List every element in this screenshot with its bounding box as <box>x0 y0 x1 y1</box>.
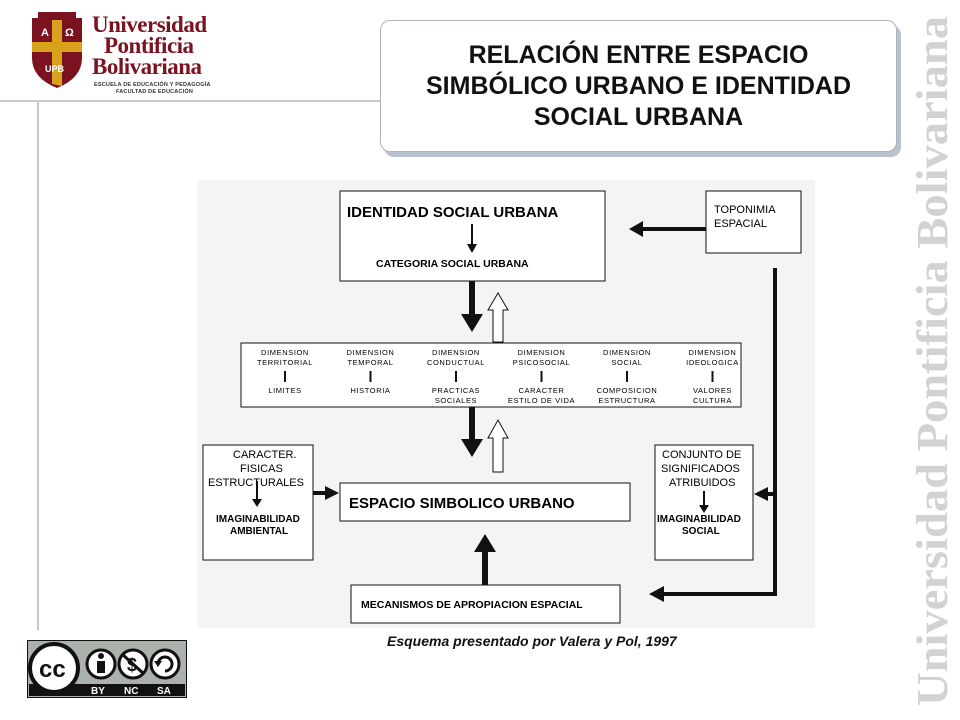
identity-inner-arrowhead <box>467 244 477 253</box>
cc-label: cc <box>39 656 66 683</box>
meanings-box <box>654 444 754 561</box>
dimension-attribute: LIMITES <box>268 386 301 395</box>
right-box-inner-arrowhead <box>699 505 709 513</box>
dimension-attribute: ESTILO DE VIDA <box>508 396 575 405</box>
dimension-heading: DIMENSION <box>518 348 566 357</box>
dimension-attribute: CULTURA <box>693 396 732 405</box>
identity-down-arrowhead <box>461 314 483 332</box>
identity-subtitle: CATEGORIA SOCIAL URBANA <box>376 258 529 270</box>
dimension-heading: DIMENSION <box>347 348 395 357</box>
left-box-bold-2: AMBIENTAL <box>230 526 288 537</box>
appropriation-label: MECANISMOS DE APROPIACION ESPACIAL <box>361 599 583 611</box>
dimensions-panel <box>240 342 742 408</box>
dimension-attribute: CARACTER <box>518 386 564 395</box>
dimension-heading: IDEOLOGICA <box>686 358 739 367</box>
dimension-attribute: SOCIALES <box>435 396 477 405</box>
dimension-attribute: COMPOSICION <box>597 386 658 395</box>
toponimia-line-1: TOPONIMIA <box>714 204 776 216</box>
side-watermark: Universidad Pontificia Bolivariana <box>908 16 955 706</box>
right-box-line-3: ATRIBUIDOS <box>669 477 735 489</box>
license-by: BY <box>91 686 105 697</box>
toponimia-line-2: ESPACIAL <box>714 218 767 230</box>
dimension-columns: DIMENSIONTERRITORIALLIMITESDIMENSIONTEMP… <box>257 348 739 405</box>
background-line-horizontal <box>0 100 380 102</box>
logo-subtitle-2: FACULTAD DE EDUCACIÓN <box>116 89 194 95</box>
dimensions-up-arrow <box>487 292 509 343</box>
dimension-heading: SOCIAL <box>611 358 642 367</box>
right-box-bold-1: IMAGINABILIDAD <box>657 514 741 525</box>
bottom-up-arrowhead <box>474 534 496 552</box>
dimension-heading: TEMPORAL <box>347 358 393 367</box>
watermark-text: Universidad Pontificia Bolivariana <box>908 16 955 706</box>
university-shield-icon: A Ω UPB <box>32 12 82 88</box>
diagram-area: IDENTIDAD SOCIAL URBANA CATEGORIA SOCIAL… <box>197 180 815 628</box>
dimension-heading: DIMENSION <box>261 348 309 357</box>
center-up-arrow <box>487 418 509 473</box>
dimension-attribute: PRACTICAS <box>432 386 480 395</box>
diagram-caption: Esquema presentado por Valera y Pol, 199… <box>387 633 677 649</box>
dimension-heading: DIMENSION <box>689 348 737 357</box>
logo-line-3: Bolivariana <box>92 54 202 79</box>
dimension-heading: CONDUCTUAL <box>427 358 485 367</box>
symbolic-space-box <box>339 482 631 522</box>
shield-letter-omega: Ω <box>65 27 74 39</box>
left-box-line-2: FISICAS <box>240 463 283 475</box>
logo-line-1: Universidad <box>92 12 207 37</box>
toponimia-box <box>705 190 802 254</box>
left-to-center-arrowhead <box>325 486 339 500</box>
dimension-attribute: ESTRUCTURA <box>598 396 655 405</box>
license-sa: SA <box>157 686 171 697</box>
title-panel: RELACIÓN ENTRE ESPACIO SIMBÓLICO URBANO … <box>380 20 897 152</box>
dimension-attribute: HISTORIA <box>350 386 390 395</box>
dimension-heading: TERRITORIAL <box>257 358 313 367</box>
right-connector-arrowhead-upper <box>754 487 768 501</box>
dimension-heading: PSICOSOCIAL <box>513 358 570 367</box>
shield-letter-alpha: A <box>41 27 49 39</box>
left-box-bold-1: IMAGINABILIDAD <box>216 514 300 525</box>
shield-letters-upb: UPB <box>45 64 65 74</box>
relation-diagram: IDENTIDAD SOCIAL URBANA CATEGORIA SOCIAL… <box>202 190 802 624</box>
appropriation-box <box>350 584 621 624</box>
dimension-heading: DIMENSION <box>603 348 651 357</box>
slide-title: RELACIÓN ENTRE ESPACIO SIMBÓLICO URBANO … <box>426 40 851 131</box>
university-logo: A Ω UPB Universidad Pontificia Bolivaria… <box>18 8 228 98</box>
logo-line-2: Pontificia <box>104 33 194 58</box>
left-box-line-1: CARACTER. <box>233 449 297 461</box>
left-box-line-3: ESTRUCTURALES <box>208 477 304 489</box>
right-box-line-2: SIGNIFICADOS <box>661 463 740 475</box>
dimension-attribute: VALORES <box>693 386 732 395</box>
sharealike-icon <box>149 648 181 680</box>
logo-subtitle-1: ESCUELA DE EDUCACIÓN Y PEDAGOGÍA <box>94 82 211 88</box>
cc-icon <box>28 642 80 694</box>
symbolic-space-label: ESPACIO SIMBOLICO URBANO <box>349 495 575 512</box>
bottom-connector-arrowhead <box>649 586 664 602</box>
right-box-line-1: CONJUNTO DE <box>662 449 741 461</box>
identity-title: IDENTIDAD SOCIAL URBANA <box>347 204 559 221</box>
background-line-vertical <box>37 100 39 630</box>
cc-license-badge: cc $ BY NC SA <box>27 640 187 698</box>
dimensions-down-arrowhead <box>461 439 483 457</box>
license-nc: NC <box>124 686 138 697</box>
right-box-bold-2: SOCIAL <box>682 526 720 537</box>
left-box-inner-arrowhead <box>252 499 262 507</box>
toponimia-arrowhead <box>629 221 643 237</box>
dimension-heading: DIMENSION <box>432 348 480 357</box>
